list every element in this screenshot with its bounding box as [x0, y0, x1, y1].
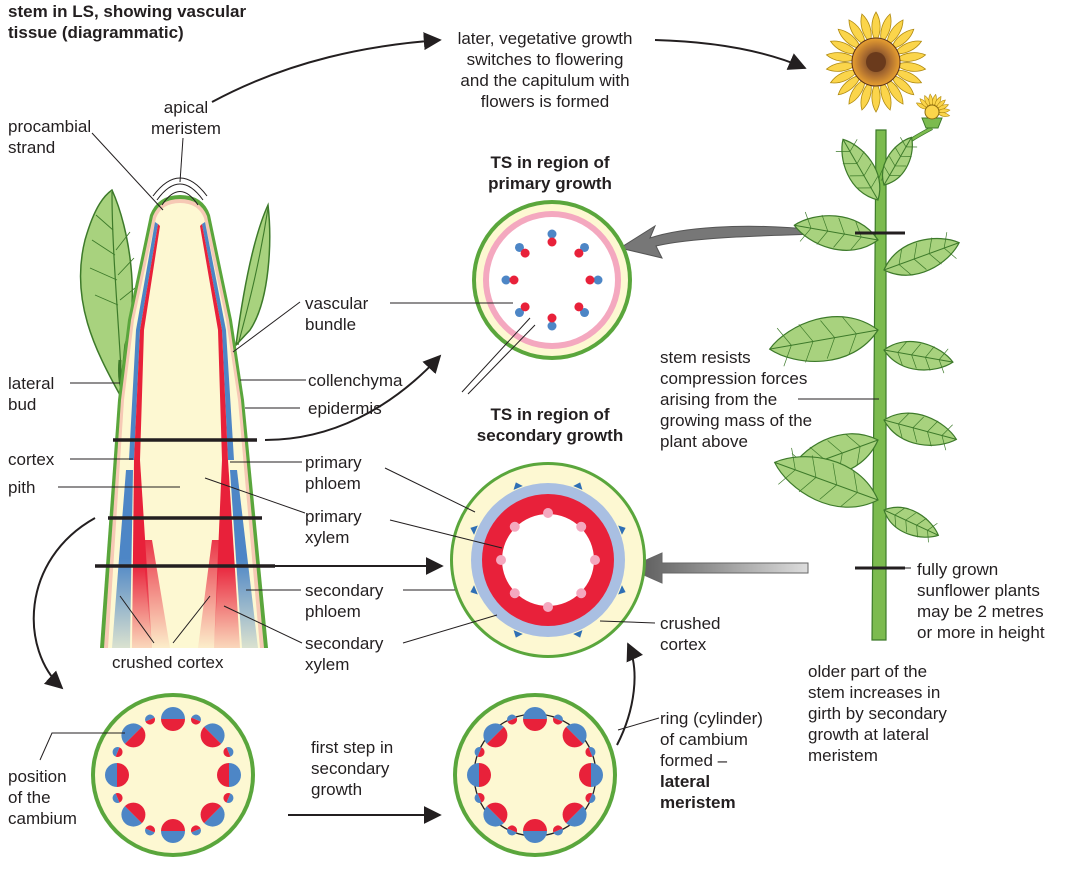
big-arrow-primary: [620, 226, 818, 258]
primary-xylem-dot: [521, 302, 530, 311]
sunflower-leaf: [880, 406, 960, 454]
primary-xylem-dot: [574, 302, 583, 311]
vascular-bundle-large: [523, 707, 547, 731]
label-crushed-cortex-ts: crushed cortex: [660, 613, 720, 655]
secondary-xylem-bump: [590, 555, 600, 565]
label-stem-resists: stem resists compression forces arising …: [660, 347, 812, 452]
label-cortex: cortex: [8, 449, 54, 470]
label-pith: pith: [8, 477, 35, 498]
primary-xylem-dot: [510, 276, 519, 285]
ts-secondary-title: TS in region of secondary growth: [440, 404, 660, 446]
primary-xylem-dot: [521, 249, 530, 258]
diagram-title: stem in LS, showing vascular tissue (dia…: [8, 1, 246, 43]
sunflower-leaf: [879, 499, 943, 546]
primary-phloem-dot: [594, 276, 603, 285]
vascular-bundle-large: [523, 819, 547, 843]
ts-secondary-growth: [385, 462, 655, 658]
secondary-xylem-bump: [496, 555, 506, 565]
vascular-bundle-large: [467, 763, 491, 787]
sunflower-leaf: [879, 228, 965, 285]
primary-xylem-dot: [586, 276, 595, 285]
secondary-xylem-bump: [576, 588, 586, 598]
label-fully-grown: fully grown sunflower plants may be 2 me…: [917, 559, 1045, 643]
label-secondary-phloem: secondary phloem: [305, 580, 383, 622]
label-vascular-bundle: vascular bundle: [305, 293, 368, 335]
secondary-xylem-bump: [543, 602, 553, 612]
label-crushed-cortex-ls: crushed cortex: [112, 652, 224, 673]
label-primary-phloem: primary phloem: [305, 452, 362, 494]
label-first-step: first step in secondary growth: [311, 737, 393, 800]
label-older-part: older part of the stem increases in girt…: [808, 661, 947, 766]
secondary-xylem-bump: [576, 522, 586, 532]
vascular-bundle-large: [161, 707, 185, 731]
stem-ls-diagram: [80, 178, 275, 648]
primary-phloem-dot: [502, 276, 511, 285]
secondary-xylem-bump: [510, 588, 520, 598]
primary-phloem-dot: [548, 322, 557, 331]
vascular-bundle-large: [161, 819, 185, 843]
label-lateral-meristem: lateral meristem: [660, 771, 736, 813]
vascular-bundle-large: [217, 763, 241, 787]
label-primary-xylem: primary xylem: [305, 506, 362, 548]
primary-phloem-dot: [548, 230, 557, 239]
sunflower-leaf: [882, 337, 956, 376]
ts-primary-growth: [390, 200, 632, 394]
primary-xylem-dot: [574, 249, 583, 258]
label-secondary-xylem: secondary xylem: [305, 633, 383, 675]
vascular-bundle-large: [105, 763, 129, 787]
primary-xylem-dot: [548, 238, 557, 247]
primary-xylem-dot: [548, 314, 557, 323]
label-procambial-strand: procambial strand: [8, 116, 91, 158]
label-ring-cambium: ring (cylinder) of cambium formed –: [660, 708, 763, 771]
label-lateral-bud: lateral bud: [8, 373, 54, 415]
secondary-xylem-bump: [510, 522, 520, 532]
secondary-xylem-bump: [543, 508, 553, 518]
sunflower-plant: [766, 12, 965, 640]
vascular-bundle-large: [579, 763, 603, 787]
label-later-growth: later, vegetative growth switches to flo…: [430, 28, 660, 112]
label-collenchyma: collenchyma: [308, 370, 403, 391]
big-arrow-secondary: [628, 553, 808, 583]
label-position-cambium: position of the cambium: [8, 766, 77, 829]
label-apical-meristem: apical meristem: [146, 97, 226, 139]
ts-primary-title: TS in region of primary growth: [450, 152, 650, 194]
label-epidermis: epidermis: [308, 398, 382, 419]
